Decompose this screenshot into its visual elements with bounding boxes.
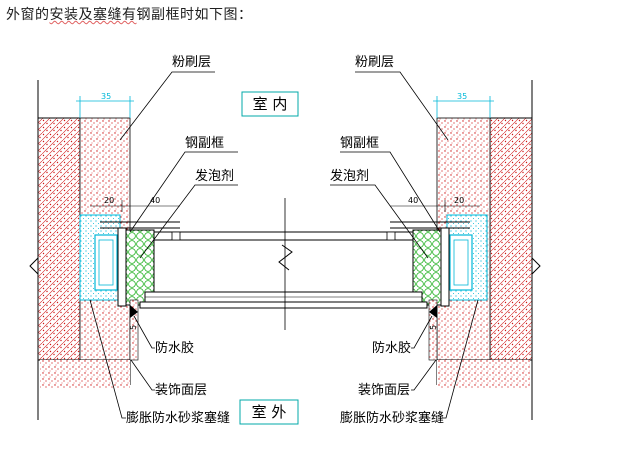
dim-5-right: 5 <box>429 325 438 330</box>
label-waterproof-glue-right: 防水胶 <box>372 340 411 356</box>
dim-20-right: 20 <box>454 196 464 205</box>
label-finish-right: 装饰面层 <box>358 383 410 398</box>
left-wall <box>29 117 155 388</box>
caption-prefix: 外窗的 <box>6 7 50 23</box>
window-frame <box>100 198 470 330</box>
label-foam-right: 发泡剂 <box>330 168 369 184</box>
indoor-label-box: 室 内 <box>241 91 299 117</box>
label-mortar-right: 膨胀防水砂浆塞缝 <box>340 410 444 426</box>
label-waterproof-glue-left: 防水胶 <box>155 340 194 356</box>
label-finish-left: 装饰面层 <box>155 383 207 398</box>
leader-lines <box>89 71 479 419</box>
dim-40-right: 40 <box>408 196 418 205</box>
dim-35-right: 35 <box>457 92 467 101</box>
diagram-caption: 外窗的安装及塞缝有钢副框时如下图： <box>6 4 253 24</box>
label-plaster-left: 粉刷层 <box>172 55 211 70</box>
indoor-label: 室 内 <box>253 95 288 113</box>
label-steel-frame-right: 钢副框 <box>340 136 379 151</box>
caption-suffix: 钢副框时如下图： <box>136 7 253 23</box>
dim-35-left: 35 <box>101 92 111 101</box>
label-steel-frame-left: 钢副框 <box>185 136 224 151</box>
outdoor-label-box: 室 外 <box>239 399 299 425</box>
label-foam-left: 发泡剂 <box>195 168 234 184</box>
dim-20-left: 20 <box>104 196 114 205</box>
label-mortar-left: 膨胀防水砂浆塞缝 <box>126 410 230 426</box>
callout-labels: 粉刷层 粉刷层 钢副框 钢副框 发泡剂 发泡剂 防水胶 防水胶 装饰面层 装饰面… <box>126 55 444 426</box>
dim-40-left: 40 <box>150 196 160 205</box>
label-plaster-right: 粉刷层 <box>355 55 394 70</box>
right-wall <box>412 117 541 388</box>
outdoor-label: 室 外 <box>252 403 287 421</box>
caption-underlined: 安装及塞缝有 <box>49 7 137 23</box>
dimensions: 35 35 20 40 40 20 5 5 <box>76 92 494 330</box>
dim-5-left: 5 <box>129 325 138 330</box>
